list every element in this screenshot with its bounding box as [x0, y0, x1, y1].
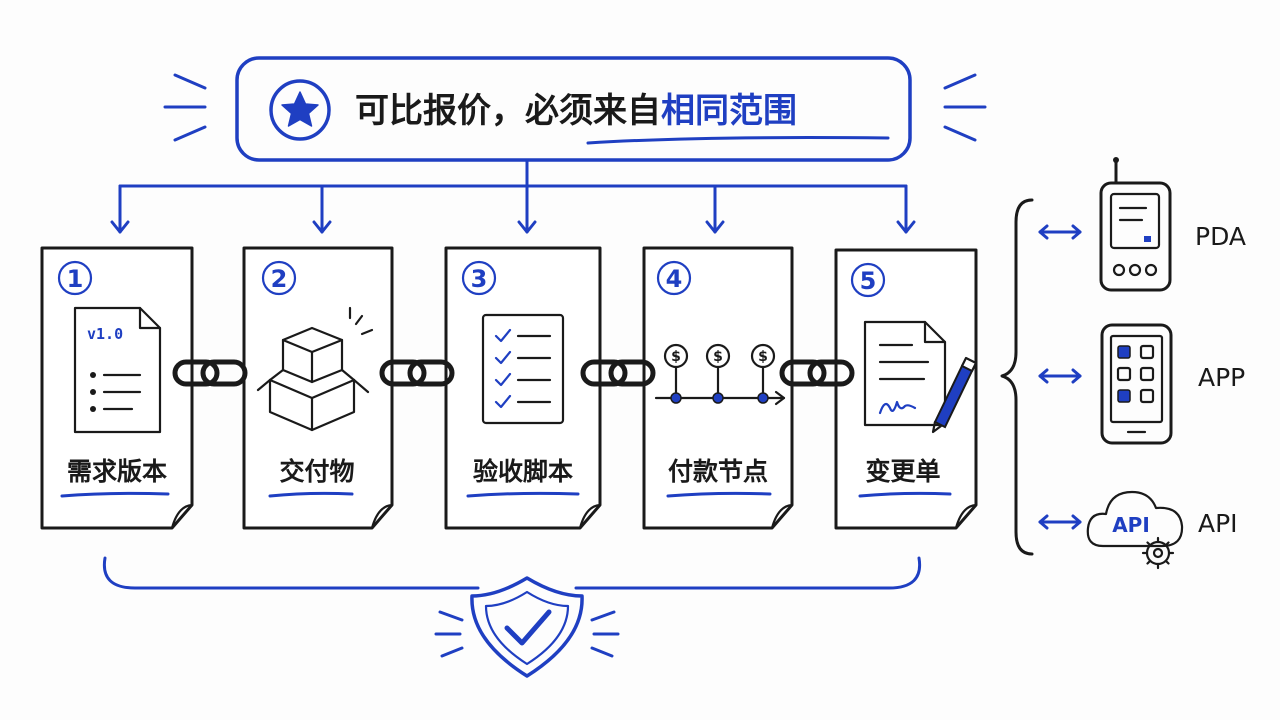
title-main: 可比报价，必须来自	[355, 91, 661, 131]
step-card-4: 4 $ $ $ 付款节点	[642, 246, 794, 530]
bidirectional-arrow-icon	[1038, 224, 1082, 240]
step-number-badge	[656, 260, 692, 296]
version-label: v1.0	[87, 325, 123, 343]
step-label: 需求版本	[67, 457, 167, 486]
step-number: 2	[271, 265, 288, 293]
gear-icon	[1141, 536, 1175, 570]
svg-text:$: $	[713, 349, 723, 365]
pen-icon	[931, 356, 978, 434]
step-number-badge	[850, 262, 886, 298]
step-card-1: 1 v1.0 需求版本	[40, 246, 194, 530]
step-card-3: 3 验收脚本	[444, 246, 602, 530]
channel-label: APP	[1198, 363, 1245, 392]
title-text: 可比报价，必须来自相同范围	[355, 91, 797, 131]
checklist-icon	[481, 313, 565, 425]
shield-check-icon	[470, 576, 584, 678]
payment-timeline-icon: $ $ $	[654, 343, 786, 406]
step-number: 4	[666, 265, 683, 293]
chain-link-icon	[779, 359, 855, 387]
signed-form-icon	[863, 320, 978, 434]
chain-link-icon	[379, 359, 455, 387]
cloud-api-badge: API	[1112, 513, 1150, 537]
bidirectional-arrow-icon	[1038, 514, 1082, 530]
star-badge-icon	[269, 79, 331, 141]
svg-text:$: $	[758, 349, 768, 365]
burst-lines-shield	[434, 610, 620, 658]
payment-node: $	[750, 343, 776, 404]
channel-label: PDA	[1195, 222, 1246, 251]
box-icon	[256, 306, 374, 432]
channel-pda: PDA	[1038, 157, 1246, 292]
step-number-badge	[57, 260, 93, 296]
step-label: 验收脚本	[473, 457, 573, 486]
payment-node: $	[663, 343, 689, 404]
step-number: 5	[860, 267, 877, 295]
chain-link-icon	[172, 359, 248, 387]
title-accent: 相同范围	[661, 91, 797, 131]
step-label: 交付物	[279, 457, 354, 486]
step-card-2: 2 交付物	[242, 246, 394, 530]
step-card-5: 5 变更单	[834, 248, 978, 530]
channel-brace	[1000, 198, 1034, 556]
payment-node: $	[705, 343, 731, 404]
title-banner: 可比报价，必须来自相同范围	[163, 56, 987, 162]
burst-lines-right	[943, 73, 987, 142]
chain-link-icon	[580, 359, 656, 387]
step-number: 1	[67, 265, 84, 293]
channel-app: APP	[1038, 323, 1245, 445]
cloud-api-icon: API	[1086, 490, 1184, 570]
step-number: 3	[471, 265, 488, 293]
bottom-brace	[102, 556, 922, 590]
bidirectional-arrow-icon	[1038, 368, 1082, 384]
svg-text:$: $	[671, 349, 681, 365]
title-underline	[586, 136, 890, 145]
channel-api: API API	[1038, 490, 1238, 570]
burst-lines-left	[163, 73, 207, 142]
document-version-icon: v1.0	[73, 306, 162, 434]
step-label: 变更单	[865, 457, 940, 486]
step-number-badge	[461, 260, 497, 296]
step-number-badge	[261, 260, 297, 296]
channel-label: API	[1198, 509, 1238, 538]
distribution-arrows	[110, 158, 916, 234]
pda-device-icon	[1099, 157, 1172, 292]
tablet-app-icon	[1100, 323, 1173, 445]
step-label: 付款节点	[668, 457, 768, 486]
